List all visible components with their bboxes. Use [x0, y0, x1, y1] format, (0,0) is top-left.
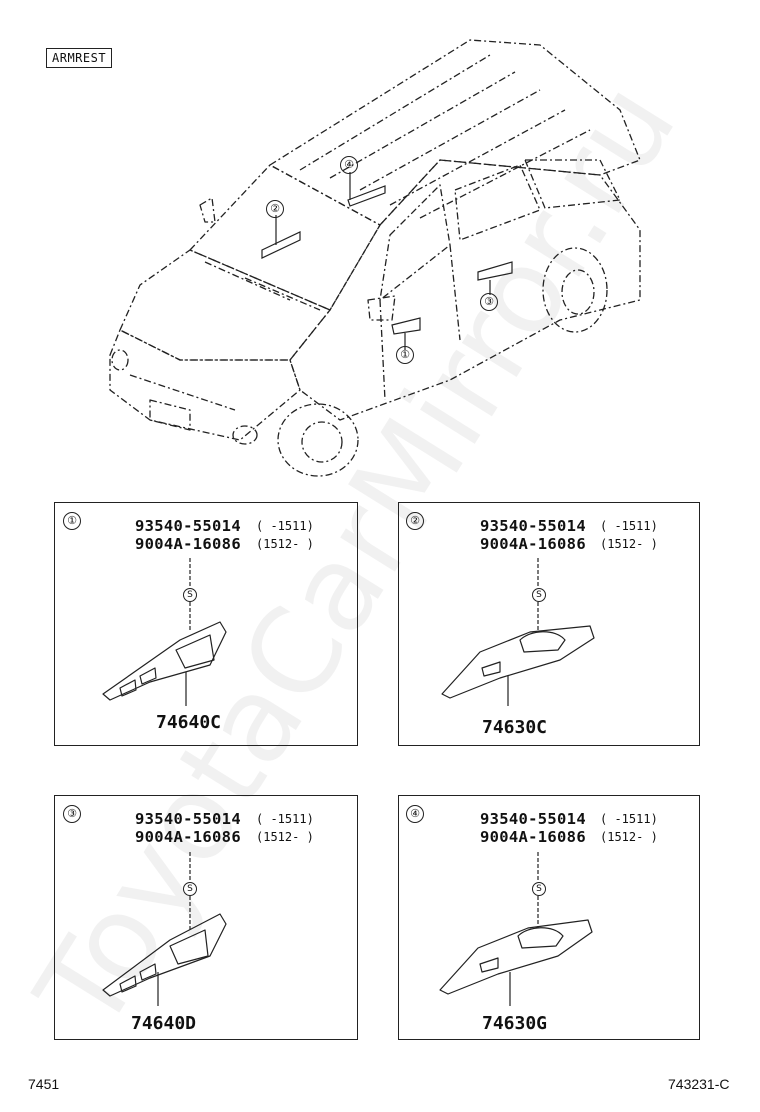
panel-3 — [54, 795, 358, 1040]
panel-3-range-1: ( -1511) — [256, 812, 314, 826]
panel-1-screw-icon: S — [183, 588, 197, 602]
panel-4-part-no-1: 93540-55014 — [480, 810, 586, 828]
panel-2-part-label: 74630C — [482, 717, 548, 738]
panel-1-range-2: (1512- ) — [256, 537, 314, 551]
panel-1-part-label: 74640C — [156, 712, 222, 733]
panel-4-range-2: (1512- ) — [600, 830, 658, 844]
panel-2-range-1: ( -1511) — [600, 519, 658, 533]
panel-1-part-drawing — [189, 558, 191, 630]
footer-right-code: 743231-C — [668, 1076, 730, 1092]
panel-2-callout: ② — [406, 512, 424, 530]
panel-1-part-no-2: 9004A-16086 — [135, 535, 241, 553]
panel-2 — [398, 502, 700, 746]
panel-4-part-no-2: 9004A-16086 — [480, 828, 586, 846]
panel-2-part-no-1: 93540-55014 — [480, 517, 586, 535]
panel-4-armrest-drawing — [439, 852, 593, 1006]
panel-3-armrest-drawing — [102, 852, 227, 1006]
panel-3-part-label: 74640D — [131, 1013, 197, 1034]
footer-left-code: 7451 — [28, 1076, 60, 1092]
panel-3-part-no-1: 93540-55014 — [135, 810, 241, 828]
section-label: ARMREST — [46, 48, 113, 68]
panel-3-part-no-2: 9004A-16086 — [135, 828, 241, 846]
panel-1-part-no-1: 93540-55014 — [135, 517, 241, 535]
panel-1-range-1: ( -1511) — [256, 519, 314, 533]
panel-3-screw-icon: S — [183, 882, 197, 896]
panel-3-callout: ③ — [63, 805, 81, 823]
panel-1-callout: ① — [63, 512, 81, 530]
vehicle-diagram — [109, 39, 641, 477]
panel-2-range-2: (1512- ) — [600, 537, 658, 551]
vehicle-callout-4: ④ — [340, 156, 358, 174]
panel-3-range-2: (1512- ) — [256, 830, 314, 844]
vehicle-callout-1: ① — [396, 346, 414, 364]
panel-2-armrest-drawing — [441, 558, 595, 706]
panel-2-part-no-2: 9004A-16086 — [480, 535, 586, 553]
vehicle-callout-3: ③ — [480, 293, 498, 311]
panel-1-armrest-drawing — [102, 621, 227, 706]
panel-1 — [54, 502, 358, 746]
vehicle-callout-2: ② — [266, 200, 284, 218]
panel-4 — [398, 795, 700, 1040]
panel-4-range-1: ( -1511) — [600, 812, 658, 826]
panel-4-callout: ④ — [406, 805, 424, 823]
panel-2-screw-icon: S — [532, 588, 546, 602]
panel-4-screw-icon: S — [532, 882, 546, 896]
panel-4-part-label: 74630G — [482, 1013, 548, 1034]
